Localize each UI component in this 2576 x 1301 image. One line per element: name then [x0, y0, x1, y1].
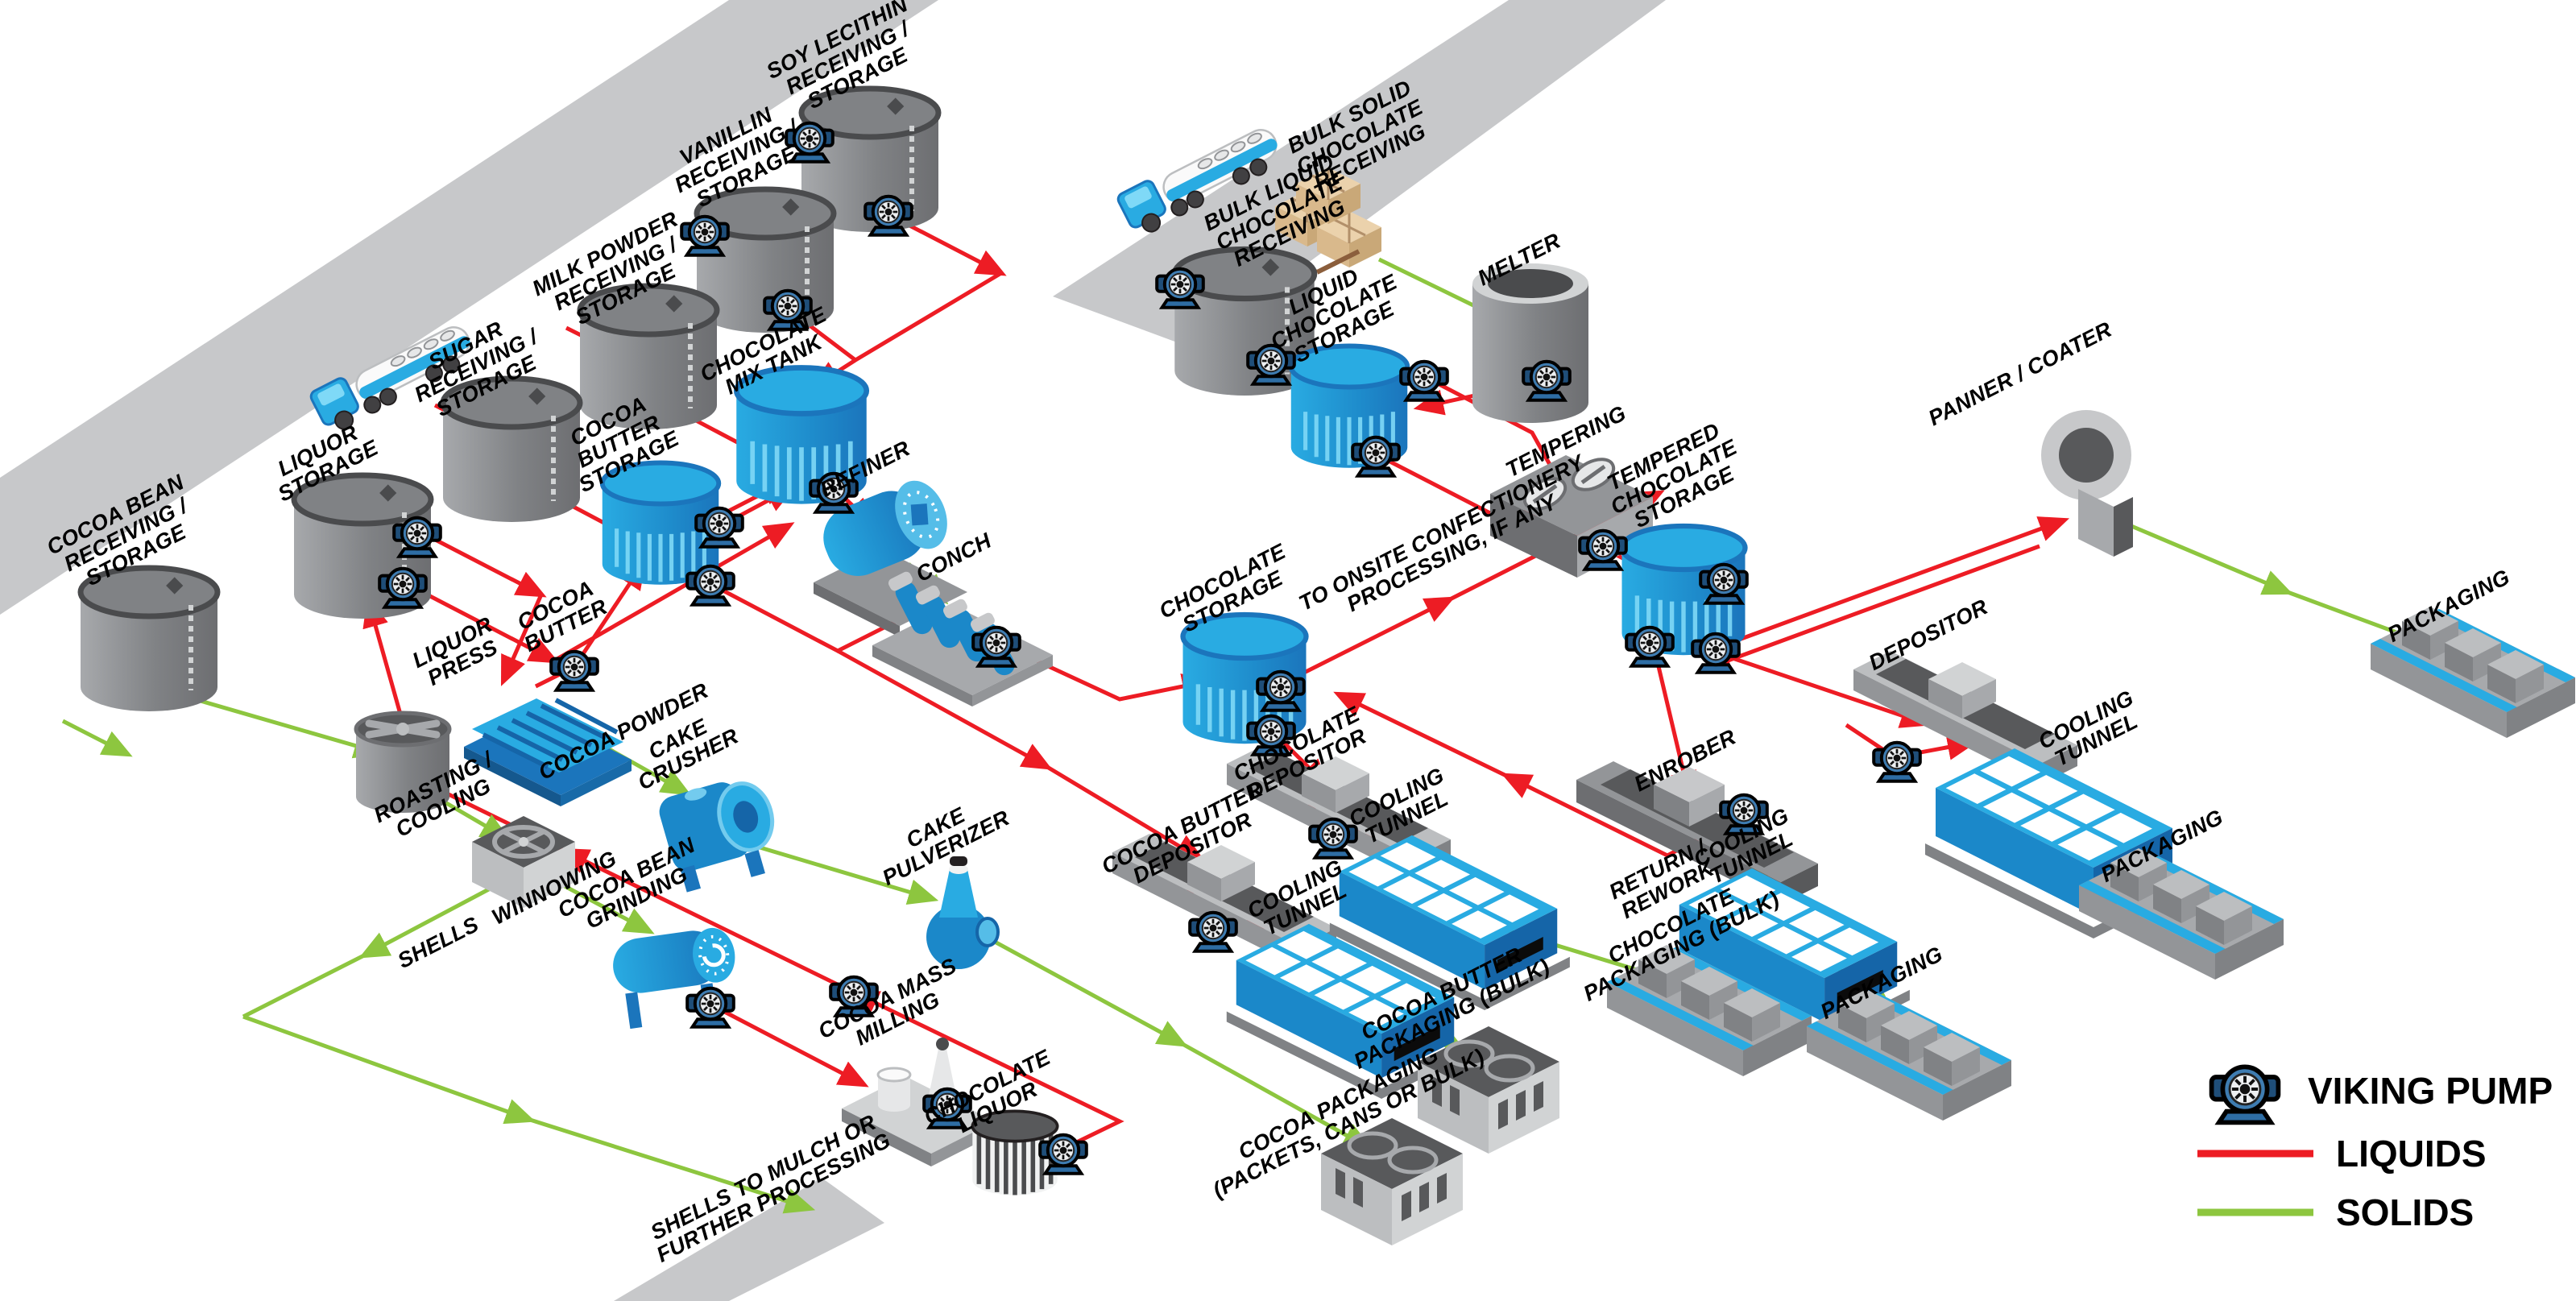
flow-liquor-press-a	[421, 531, 547, 598]
flow-soy-out-b	[810, 271, 1003, 390]
flow-enrober-return-b	[1333, 691, 1508, 778]
label-cake-pulverizer: CAKEPULVERIZER	[868, 785, 1013, 890]
flow-shells-b	[242, 953, 366, 1019]
flow-onsite-a	[1285, 596, 1456, 684]
panner-coater-machine	[2041, 410, 2133, 557]
pump-icon	[687, 988, 734, 1027]
flow-pulverizer-to-packaging-b	[1181, 1042, 1373, 1150]
label-depositor: DEPOSITOR	[1865, 595, 1991, 675]
flow-tempered-to-depositor	[1720, 652, 1932, 728]
label-liquor-press: LIQUORPRESS	[408, 612, 507, 693]
flow-liquor-mix-a	[405, 582, 560, 664]
flow-road-to-cocoabean	[61, 719, 133, 757]
flow-panner-to-packaging-a	[2110, 515, 2293, 595]
flow-shells-d	[529, 1117, 816, 1214]
flow-shells-a	[358, 882, 499, 959]
pump-icon	[1352, 437, 1399, 476]
pump-icon	[1692, 634, 1739, 673]
cake-pulverizer-machine	[925, 855, 1000, 971]
pump-icon	[1310, 819, 1356, 858]
legend-solids-label: SOLIDS	[2336, 1191, 2474, 1233]
cocoa-bean-grinder	[610, 925, 743, 1031]
road-main	[0, 0, 938, 615]
flow-liquor-press-b	[500, 593, 544, 686]
flow-crusher-to-pulverizer	[748, 842, 939, 905]
flow-grinder-to-milling	[714, 1005, 869, 1088]
pump-icon	[551, 652, 598, 690]
flow-winnowing-to-grinding	[551, 877, 655, 934]
flow-tempered-to-panner	[1729, 516, 2070, 645]
pump-icon	[1401, 362, 1447, 400]
flow-liquor-return-b	[558, 847, 855, 995]
pump-icon	[1874, 743, 1920, 781]
legend-pump-label: VIKING PUMP	[2308, 1070, 2553, 1112]
flow-panner-to-tempered	[1700, 544, 2040, 673]
pump-icon	[1190, 913, 1236, 951]
flow-liquor-return-a	[848, 989, 1124, 1150]
flow-butter-to-cbdep-a	[836, 648, 1053, 770]
flow-pulverizer-to-packaging-a	[983, 934, 1188, 1047]
label-shells: SHELLS	[394, 912, 482, 973]
pump-icon	[687, 566, 734, 605]
flow-bean-to-roasting	[183, 694, 385, 759]
legend-pump-icon	[2212, 1067, 2279, 1122]
road-shells-exit	[614, 1178, 884, 1301]
flow-shells-c	[242, 1014, 536, 1125]
cocoa-bean-tank	[81, 568, 217, 711]
flow-butter-to-cbdep-b	[1046, 764, 1206, 862]
legend-liquids-label: LIQUIDS	[2336, 1133, 2487, 1175]
legend: VIKING PUMP LIQUIDS SOLIDS	[2197, 1067, 2553, 1233]
pump-icon	[1626, 628, 1673, 666]
